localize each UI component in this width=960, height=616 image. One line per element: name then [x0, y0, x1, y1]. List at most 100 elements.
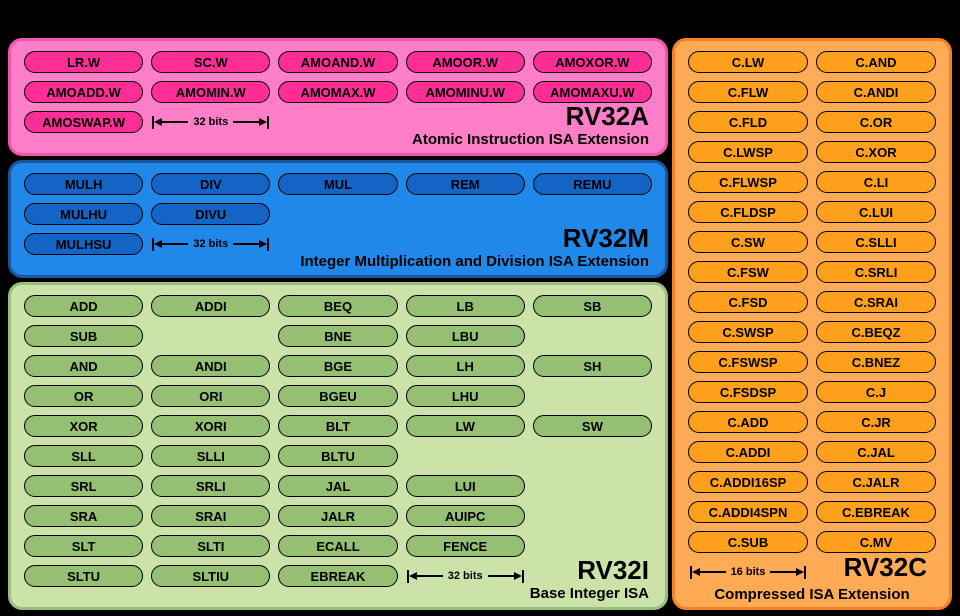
instruction-pill: C.SRAI [816, 291, 936, 313]
empty-grid-cell [533, 535, 652, 557]
instruction-pill: ANDI [151, 355, 271, 377]
instruction-pill: BGE [278, 355, 398, 377]
rv32a-title: RV32A [565, 101, 649, 132]
instruction-pill: C.FSD [688, 291, 808, 313]
instruction-pill: C.JAL [816, 441, 936, 463]
rv32m-title: RV32M [562, 223, 649, 254]
instruction-pill: ORI [151, 385, 271, 407]
instruction-pill: REM [405, 173, 525, 195]
instruction-pill: C.BNEZ [816, 351, 936, 373]
rv32m-subtitle: Integer Multiplication and Division ISA … [300, 252, 649, 270]
instruction-pill: MULH [24, 173, 144, 195]
instruction-pill: C.FSDSP [688, 381, 808, 403]
instruction-pill: AMOADD.W [24, 81, 144, 103]
instruction-pill: ADDI [151, 295, 271, 317]
rv32a-subtitle: Atomic Instruction ISA Extension [412, 130, 649, 148]
instruction-pill: AMOMIN.W [151, 81, 271, 103]
bit-width-measure-arrow: 32 bits [151, 233, 270, 255]
instruction-pill: SLTIU [151, 565, 271, 587]
instruction-pill: AMOMINU.W [405, 81, 525, 103]
instruction-pill: SRL [24, 475, 144, 497]
instruction-pill: SLT [24, 535, 144, 557]
instruction-pill: MULHU [24, 203, 144, 225]
instruction-pill: XOR [24, 415, 144, 437]
empty-grid-cell [406, 445, 525, 467]
bit-width-label: 32 bits [447, 570, 483, 582]
instruction-pill: LW [405, 415, 525, 437]
instruction-pill: C.ANDI [816, 81, 936, 103]
instruction-pill: FENCE [405, 535, 525, 557]
instruction-pill: C.LWSP [688, 141, 808, 163]
instruction-pill: C.FLWSP [688, 171, 808, 193]
bit-width-label: 32 bits [193, 238, 229, 250]
instruction-pill: ECALL [278, 535, 398, 557]
instruction-pill: SRAI [151, 505, 271, 527]
instruction-pill: SH [532, 355, 652, 377]
empty-grid-cell [533, 203, 652, 225]
instruction-pill: SW [532, 415, 652, 437]
instruction-pill: SUB [24, 325, 144, 347]
instruction-pill: C.SUB [688, 531, 808, 553]
bit-width-measure-arrow: 32 bits [406, 565, 525, 587]
instruction-pill: SLTI [151, 535, 271, 557]
instruction-pill: C.OR [816, 111, 936, 133]
empty-grid-cell [533, 385, 652, 407]
instruction-pill: C.J [816, 381, 936, 403]
empty-grid-cell [533, 505, 652, 527]
empty-grid-cell [151, 325, 270, 347]
rv32m-title-block: RV32M Integer Multiplication and Divisio… [300, 225, 649, 270]
instruction-pill: AND [24, 355, 144, 377]
empty-grid-cell [533, 445, 652, 467]
instruction-pill: AMOSWAP.W [24, 111, 144, 133]
empty-grid-cell [278, 111, 397, 133]
instruction-pill: AMOMAX.W [278, 81, 398, 103]
instruction-pill: C.SWSP [688, 321, 808, 343]
rv32c-subtitle: Compressed ISA Extension [714, 586, 910, 603]
instruction-pill: SLL [24, 445, 144, 467]
instruction-pill: DIV [151, 173, 271, 195]
instruction-pill: C.ADDI4SPN [688, 501, 808, 523]
instruction-pill: AUIPC [405, 505, 525, 527]
empty-grid-cell [278, 203, 397, 225]
rv32i-subtitle: Base Integer ISA [529, 584, 649, 602]
instruction-pill: SLTU [24, 565, 144, 587]
instruction-pill: C.JR [816, 411, 936, 433]
instruction-pill: XORI [151, 415, 271, 437]
instruction-pill: C.FLDSP [688, 201, 808, 223]
instruction-pill: C.MV [816, 531, 936, 553]
instruction-pill: LH [405, 355, 525, 377]
instruction-pill: C.LUI [816, 201, 936, 223]
instruction-pill: BNE [278, 325, 398, 347]
instruction-pill: C.FLD [688, 111, 808, 133]
bit-width-label: 16 bits [730, 566, 766, 578]
instruction-pill: C.ADDI [688, 441, 808, 463]
bit-width-measure-arrow: 16 bits [688, 561, 808, 583]
instruction-pill: SLLI [151, 445, 271, 467]
rv32a-title-block: RV32A Atomic Instruction ISA Extension [412, 103, 649, 148]
empty-grid-cell [406, 203, 525, 225]
instruction-pill: OR [24, 385, 144, 407]
instruction-pill: LBU [405, 325, 525, 347]
instruction-pill: REMU [532, 173, 652, 195]
instruction-pill: AMOXOR.W [532, 51, 652, 73]
instruction-pill: C.SRLI [816, 261, 936, 283]
instruction-pill: LB [405, 295, 525, 317]
instruction-pill: AMOOR.W [405, 51, 525, 73]
instruction-pill: C.FLW [688, 81, 808, 103]
instruction-pill: SB [532, 295, 652, 317]
rv32i-title: RV32I [577, 555, 649, 586]
instruction-pill: LR.W [24, 51, 144, 73]
instruction-pill: BEQ [278, 295, 398, 317]
instruction-pill: C.AND [816, 51, 936, 73]
instruction-pill: LUI [405, 475, 525, 497]
rv32c-title: RV32C [843, 552, 927, 582]
instruction-pill: AMOAND.W [278, 51, 398, 73]
instruction-pill: C.XOR [816, 141, 936, 163]
instruction-pill: C.EBREAK [816, 501, 936, 523]
